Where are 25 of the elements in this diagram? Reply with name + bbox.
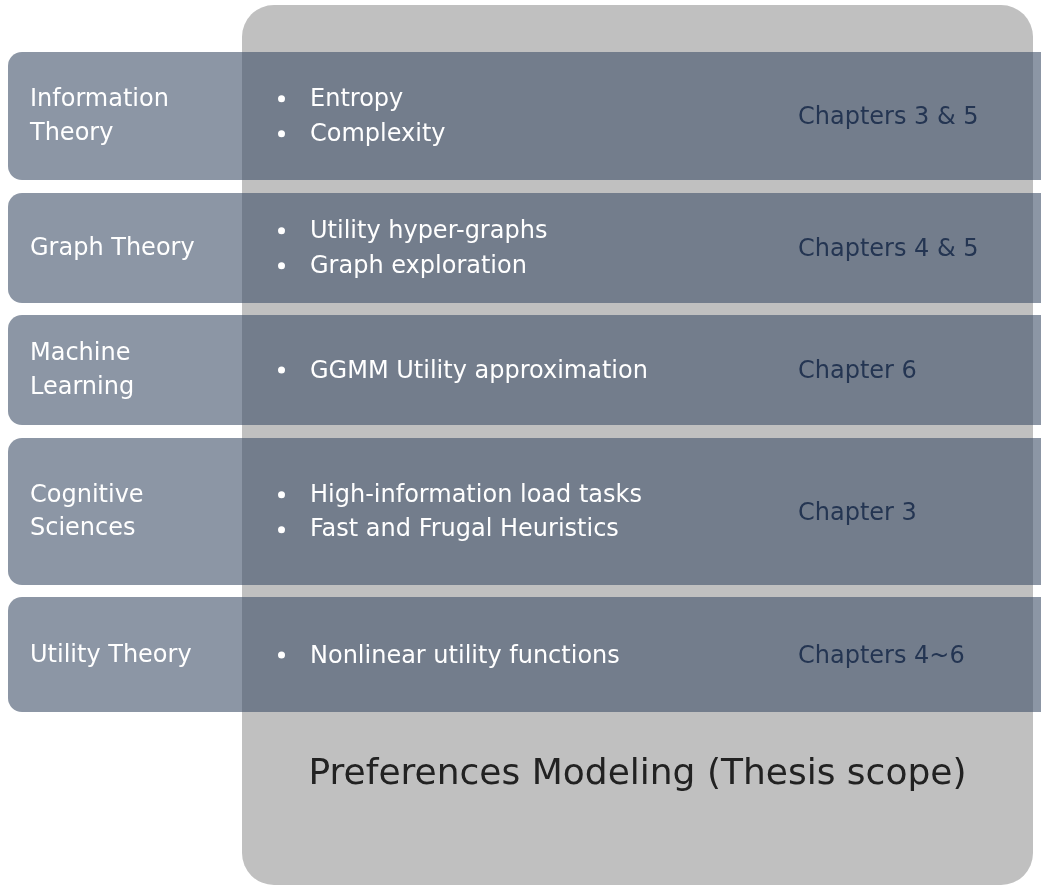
topic-band: [8, 52, 1041, 180]
chapter-reference: Chapters 4~6: [798, 640, 965, 669]
topic-heading: Utility Theory: [30, 638, 193, 670]
bullet-item: Graph exploration: [276, 248, 548, 283]
scope-panel: [242, 5, 1033, 885]
bullet-item: Nonlinear utility functions: [276, 637, 620, 672]
chapter-reference: Chapter 6: [798, 356, 917, 384]
bullet-item: High-information load tasks: [276, 476, 642, 512]
bullet-item: GGMM Utility approximation: [276, 352, 648, 388]
topic-band: [8, 597, 1041, 712]
bullet-item: Utility hyper-graphs: [276, 213, 548, 248]
bullet-item: Complexity: [276, 116, 446, 151]
chapter-reference: Chapters 3 & 5: [798, 102, 979, 130]
topic-band: [8, 438, 1041, 585]
bullet-item: Fast and Frugal Heuristics: [276, 511, 642, 547]
topic-band: [8, 193, 1041, 303]
scope-title: Preferences Modeling (Thesis scope): [307, 750, 968, 794]
topic-heading: Cognitive Sciences: [30, 478, 145, 544]
topic-band: [8, 315, 1041, 425]
chapter-reference: Chapter 3: [798, 497, 917, 526]
chapter-reference: Chapters 4 & 5: [798, 234, 979, 262]
bullet-item: Entropy: [276, 81, 446, 116]
topic-heading: Graph Theory: [30, 232, 196, 264]
topic-heading: Information Theory: [30, 83, 170, 148]
topic-heading: Machine Learning: [30, 337, 136, 402]
